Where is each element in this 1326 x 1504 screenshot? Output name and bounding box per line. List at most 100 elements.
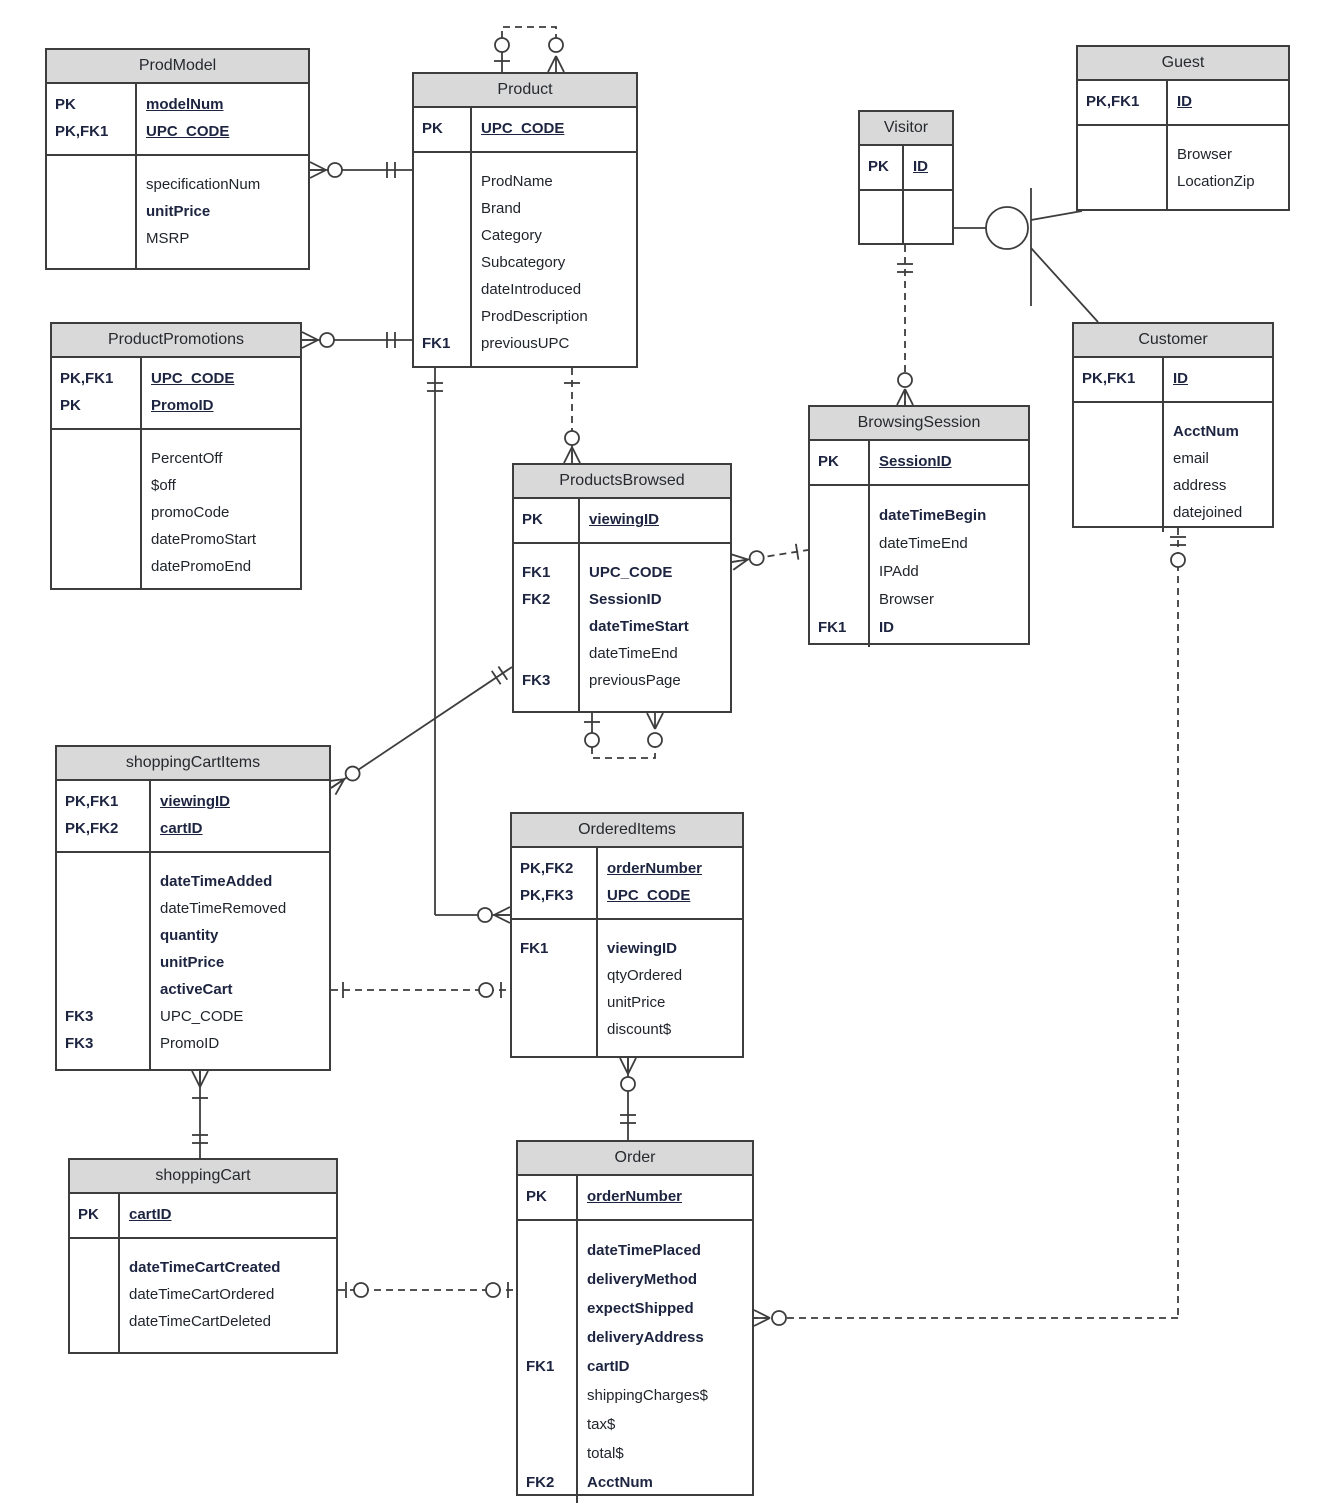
- attribute-name: modelNum: [146, 96, 224, 113]
- attribute-row: MSRP: [47, 225, 308, 252]
- attribute-name: ID: [1177, 93, 1192, 110]
- attribute-name: address: [1173, 477, 1227, 494]
- attribute-name: deliveryMethod: [587, 1271, 698, 1288]
- attribute-row: $off: [52, 472, 300, 499]
- entity-title: Product: [414, 74, 636, 108]
- attribute-name: PercentOff: [151, 450, 223, 467]
- attribute-name: Browser: [1177, 146, 1233, 163]
- attribute-name: dateIntroduced: [481, 281, 582, 298]
- key-attribute-row: PK,FK1 ID: [1074, 365, 1272, 392]
- attribute-row: dateTimeBegin: [810, 501, 1028, 529]
- attribute-row: Subcategory: [414, 249, 636, 276]
- attribute-name: IPAdd: [879, 562, 919, 580]
- attribute-name: ID: [1173, 370, 1188, 387]
- attribute-name: unitPrice: [160, 954, 225, 971]
- attribute-row: datejoined: [1074, 499, 1272, 526]
- attribute-name: cartID: [160, 820, 203, 837]
- relationship-productpromotions-product: [301, 331, 412, 349]
- key-tag: FK2: [526, 1474, 555, 1491]
- attribute-name: datePromoEnd: [151, 558, 252, 575]
- key-tag: PK: [78, 1206, 99, 1223]
- attribute-name: UPC_CODE: [146, 123, 230, 140]
- relationship-product-self: [494, 26, 565, 73]
- attribute-name: Brand: [481, 200, 522, 217]
- attribute-name: quantity: [160, 927, 219, 944]
- attribute-row: datePromoStart: [52, 526, 300, 553]
- column-divider: [470, 108, 472, 366]
- attribute-row: Category: [414, 222, 636, 249]
- key-tag: PK,FK1: [65, 793, 119, 810]
- attribute-row: total$: [518, 1439, 752, 1468]
- entity-title: Visitor: [860, 112, 952, 146]
- attribute-name: ID: [879, 618, 894, 636]
- attribute-row: dateTimeCartDeleted: [70, 1308, 336, 1335]
- attribute-row: dateTimeCartOrdered: [70, 1281, 336, 1308]
- attribute-name: Browser: [879, 590, 935, 608]
- column-divider: [149, 781, 151, 1069]
- attribute-name: UPC_CODE: [151, 370, 235, 387]
- column-divider: [902, 146, 904, 243]
- attribute-name: shippingCharges$: [587, 1387, 708, 1404]
- column-divider: [118, 1194, 120, 1352]
- relationship-productsbrowsed-browsingsession: [730, 543, 809, 571]
- attribute-name: PromoID: [151, 397, 214, 414]
- attribute-name: Subcategory: [481, 254, 566, 271]
- key-tag: PK,FK1: [1082, 370, 1136, 387]
- attribute-name: ProdDescription: [481, 308, 588, 325]
- entity-title: BrowsingSession: [810, 407, 1028, 441]
- key-tag: FK1: [526, 1358, 555, 1375]
- attribute-row: FK1 cartID: [518, 1352, 752, 1381]
- attribute-row: dateTimeRemoved: [57, 895, 329, 922]
- attribute-row: ProdDescription: [414, 303, 636, 330]
- attribute-row: unitPrice: [512, 989, 742, 1016]
- attribute-name: unitPrice: [146, 203, 211, 220]
- attribute-row: deliveryMethod: [518, 1265, 752, 1294]
- key-section: PK cartID: [70, 1194, 336, 1239]
- entity-title: ProductPromotions: [52, 324, 300, 358]
- attribute-row: Browser: [1078, 141, 1288, 168]
- attribute-row: unitPrice: [47, 198, 308, 225]
- attribute-name: promoCode: [151, 504, 230, 521]
- attribute-row: PercentOff: [52, 445, 300, 472]
- attribute-name: expectShipped: [587, 1300, 694, 1317]
- attribute-name: MSRP: [146, 230, 190, 247]
- entity-title: ProdModel: [47, 50, 308, 84]
- attribute-name: email: [1173, 450, 1209, 467]
- key-tag: PK,FK2: [520, 860, 574, 877]
- entity-title: ProductsBrowsed: [514, 465, 730, 499]
- relationship-product-productsbrowsed: [563, 368, 581, 464]
- attribute-name: UPC_CODE: [481, 120, 565, 137]
- attribute-name: previousPage: [589, 672, 681, 689]
- column-divider: [596, 848, 598, 1056]
- attribute-name: tax$: [587, 1416, 616, 1433]
- attribute-row: dateTimeStart: [514, 613, 730, 640]
- attribute-name: cartID: [587, 1358, 630, 1375]
- column-divider: [1162, 358, 1164, 532]
- key-tag: FK3: [65, 1008, 94, 1025]
- attribute-name: cartID: [129, 1206, 172, 1223]
- relationship-product-ordereditems: [427, 368, 511, 924]
- relationship-shoppingcart-order: [338, 1282, 516, 1298]
- attribute-name: dateTimeCartOrdered: [129, 1286, 275, 1303]
